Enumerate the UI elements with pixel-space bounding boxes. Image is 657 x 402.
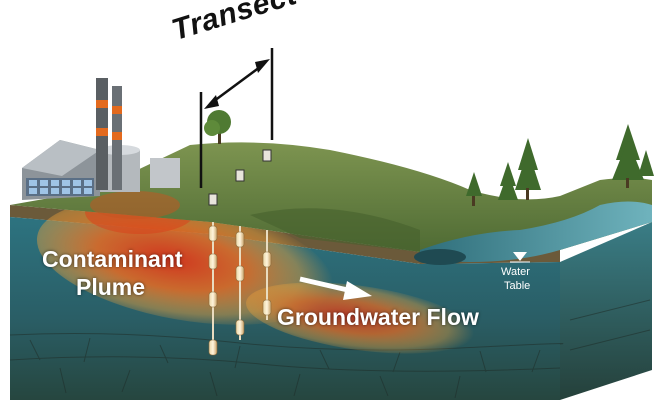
water-table-marker-icon bbox=[510, 252, 530, 263]
well-icon bbox=[208, 149, 272, 206]
bedrock-texture bbox=[9, 299, 651, 399]
water-table-label: Water bbox=[501, 266, 530, 278]
tree-icon bbox=[204, 110, 231, 144]
tree-icon bbox=[466, 124, 654, 206]
groundwater-flow-label: Groundwater Flow bbox=[277, 304, 479, 330]
well-screens bbox=[208, 225, 272, 356]
river-channel bbox=[414, 249, 466, 265]
water-table-label-line2: Table bbox=[504, 280, 531, 292]
river bbox=[420, 201, 652, 262]
factory-icon bbox=[22, 78, 180, 200]
surface-stain bbox=[90, 191, 180, 219]
flow-arrow-icon bbox=[299, 276, 372, 300]
contaminant-plume-label: Contaminant bbox=[42, 246, 183, 272]
hill-shadow bbox=[250, 208, 420, 252]
contaminant-plume-label-line2: Plume bbox=[76, 274, 146, 300]
transect-marker bbox=[199, 48, 274, 188]
